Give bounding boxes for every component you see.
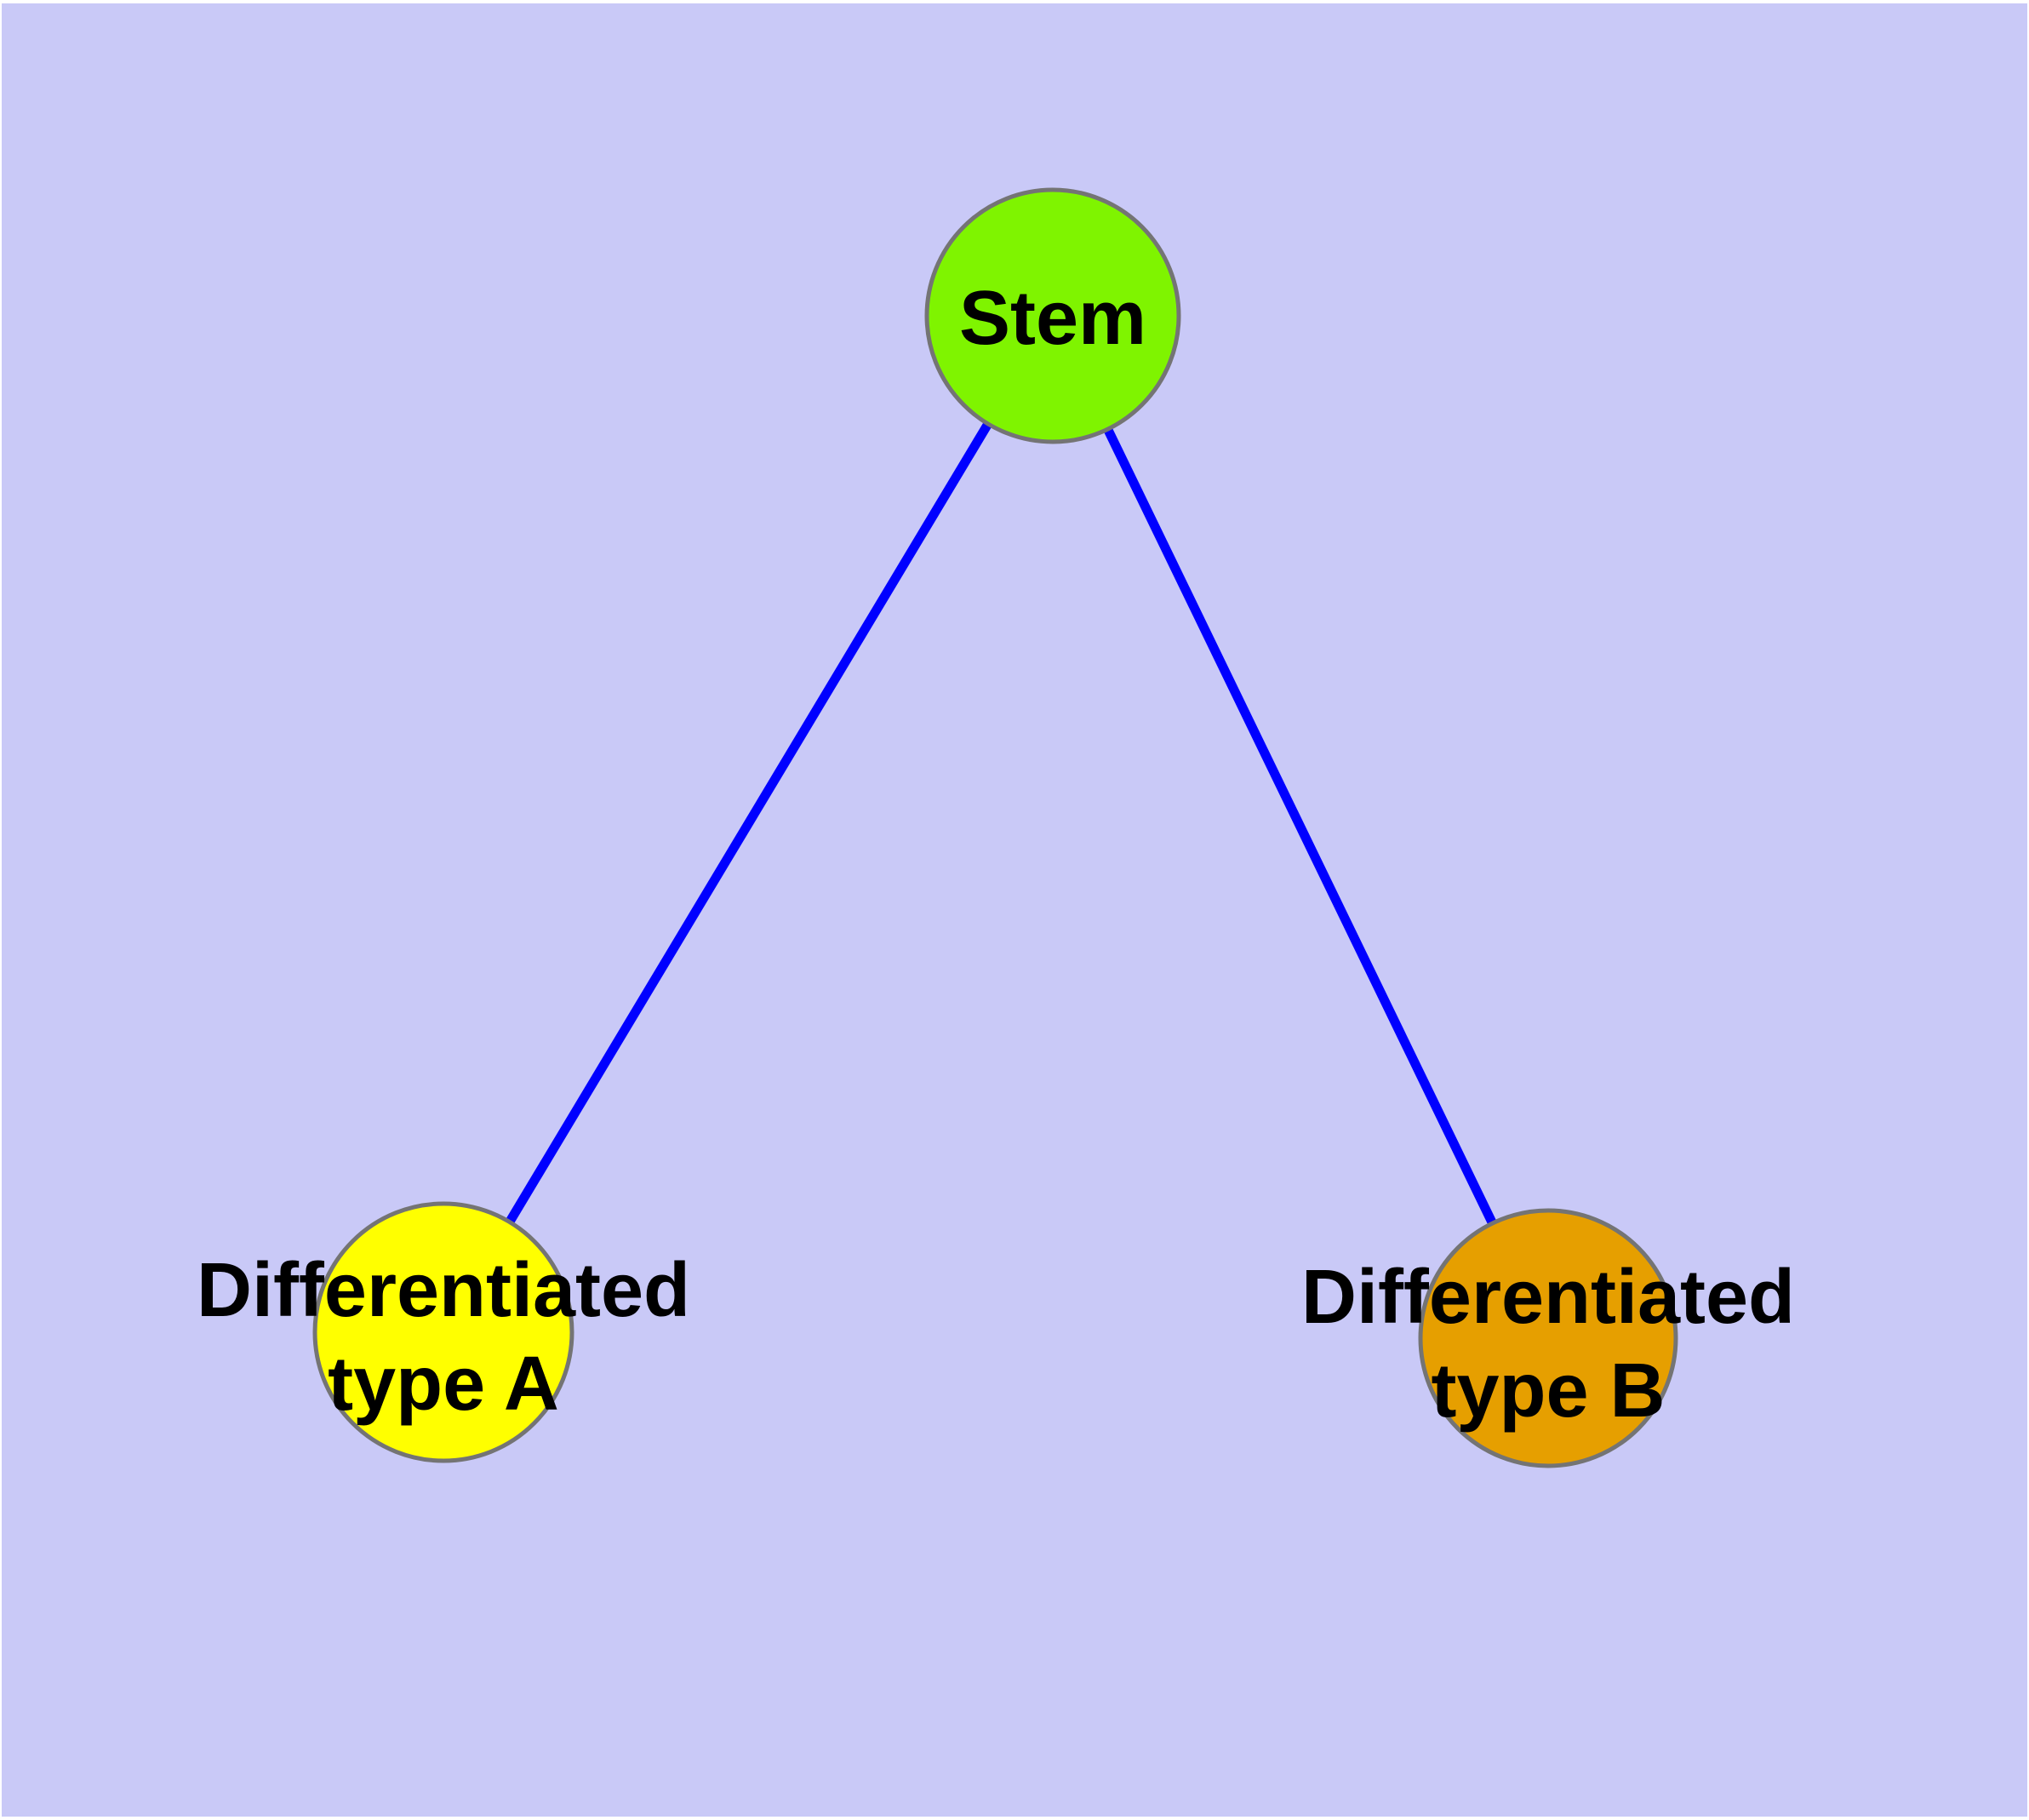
node-stem-label: Stem [959, 276, 1146, 361]
edge-stem-to-type-b [1049, 313, 1552, 1341]
node-stem [924, 187, 1181, 444]
node-type-b-label-line1: Differentiated [1301, 1255, 1795, 1340]
node-differentiated-type-a [312, 1201, 574, 1463]
edge-stem-to-type-a [439, 313, 1057, 1335]
node-type-b-label-line2: type B [1431, 1348, 1665, 1434]
node-differentiated-type-b [1418, 1208, 1678, 1468]
node-type-a-label-line1: Differentiated [197, 1248, 690, 1333]
node-type-a-label-line2: type A [328, 1342, 559, 1427]
